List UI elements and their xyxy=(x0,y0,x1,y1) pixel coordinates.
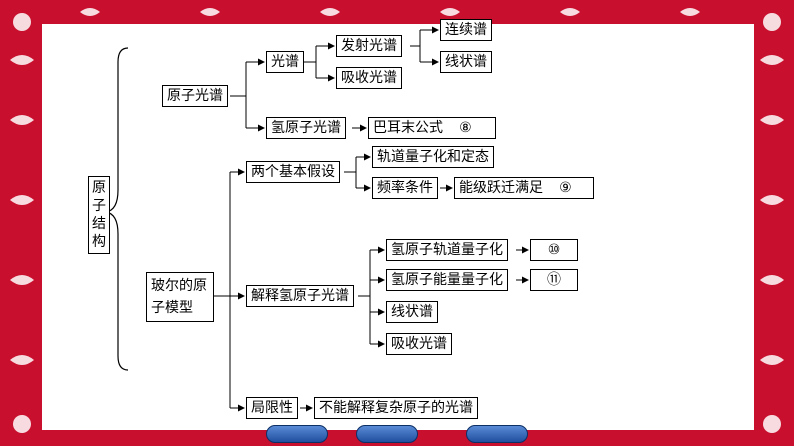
node-orbit-quantization-state: 轨道量子化和定态 xyxy=(372,146,494,168)
node-absorption-spectrum: 吸收光谱 xyxy=(336,67,402,89)
node-emission-spectrum: 发射光谱 xyxy=(336,35,402,57)
node-bohr-model: 玻尔的原子模型 xyxy=(146,272,214,322)
node-root: 原子结构 xyxy=(88,176,110,254)
node-line-spectrum-2: 线状谱 xyxy=(386,301,438,323)
node-blank-10: ⑩ xyxy=(530,239,578,261)
blank-11: ⑪ xyxy=(536,270,572,291)
node-h-orbit-quantization: 氢原子轨道量子化 xyxy=(386,239,508,261)
node-absorption-spectrum-2: 吸收光谱 xyxy=(386,333,452,355)
node-atomic-spectrum: 原子光谱 xyxy=(162,85,228,107)
node-continuous-spectrum: 连续谱 xyxy=(440,19,492,41)
balmer-label: 巴耳末公式 xyxy=(373,120,443,136)
nav-button-3[interactable] xyxy=(466,425,528,443)
node-line-spectrum: 线状谱 xyxy=(440,51,492,73)
node-frequency-condition: 频率条件 xyxy=(372,177,438,199)
node-explain-hydrogen: 解释氢原子光谱 xyxy=(246,285,354,307)
node-limitation-desc: 不能解释复杂原子的光谱 xyxy=(314,397,478,419)
blank-8: ⑧ xyxy=(447,118,483,139)
node-hydrogen-spectrum: 氢原子光谱 xyxy=(266,117,346,139)
node-spectrum: 光谱 xyxy=(266,51,304,73)
node-transition-condition: 能级跃迁满足 ⑨ xyxy=(454,177,594,199)
blank-9: ⑨ xyxy=(547,178,583,199)
transition-label: 能级跃迁满足 xyxy=(459,180,543,196)
nav-button-1[interactable] xyxy=(266,425,328,443)
nav-button-2[interactable] xyxy=(356,425,418,443)
blank-10: ⑩ xyxy=(536,240,572,261)
node-two-postulates: 两个基本假设 xyxy=(246,161,340,183)
node-blank-11: ⑪ xyxy=(530,269,578,291)
node-limitation: 局限性 xyxy=(246,397,298,419)
node-balmer-formula: 巴耳末公式 ⑧ xyxy=(368,117,496,139)
node-h-energy-quantization: 氢原子能量量子化 xyxy=(386,269,508,291)
